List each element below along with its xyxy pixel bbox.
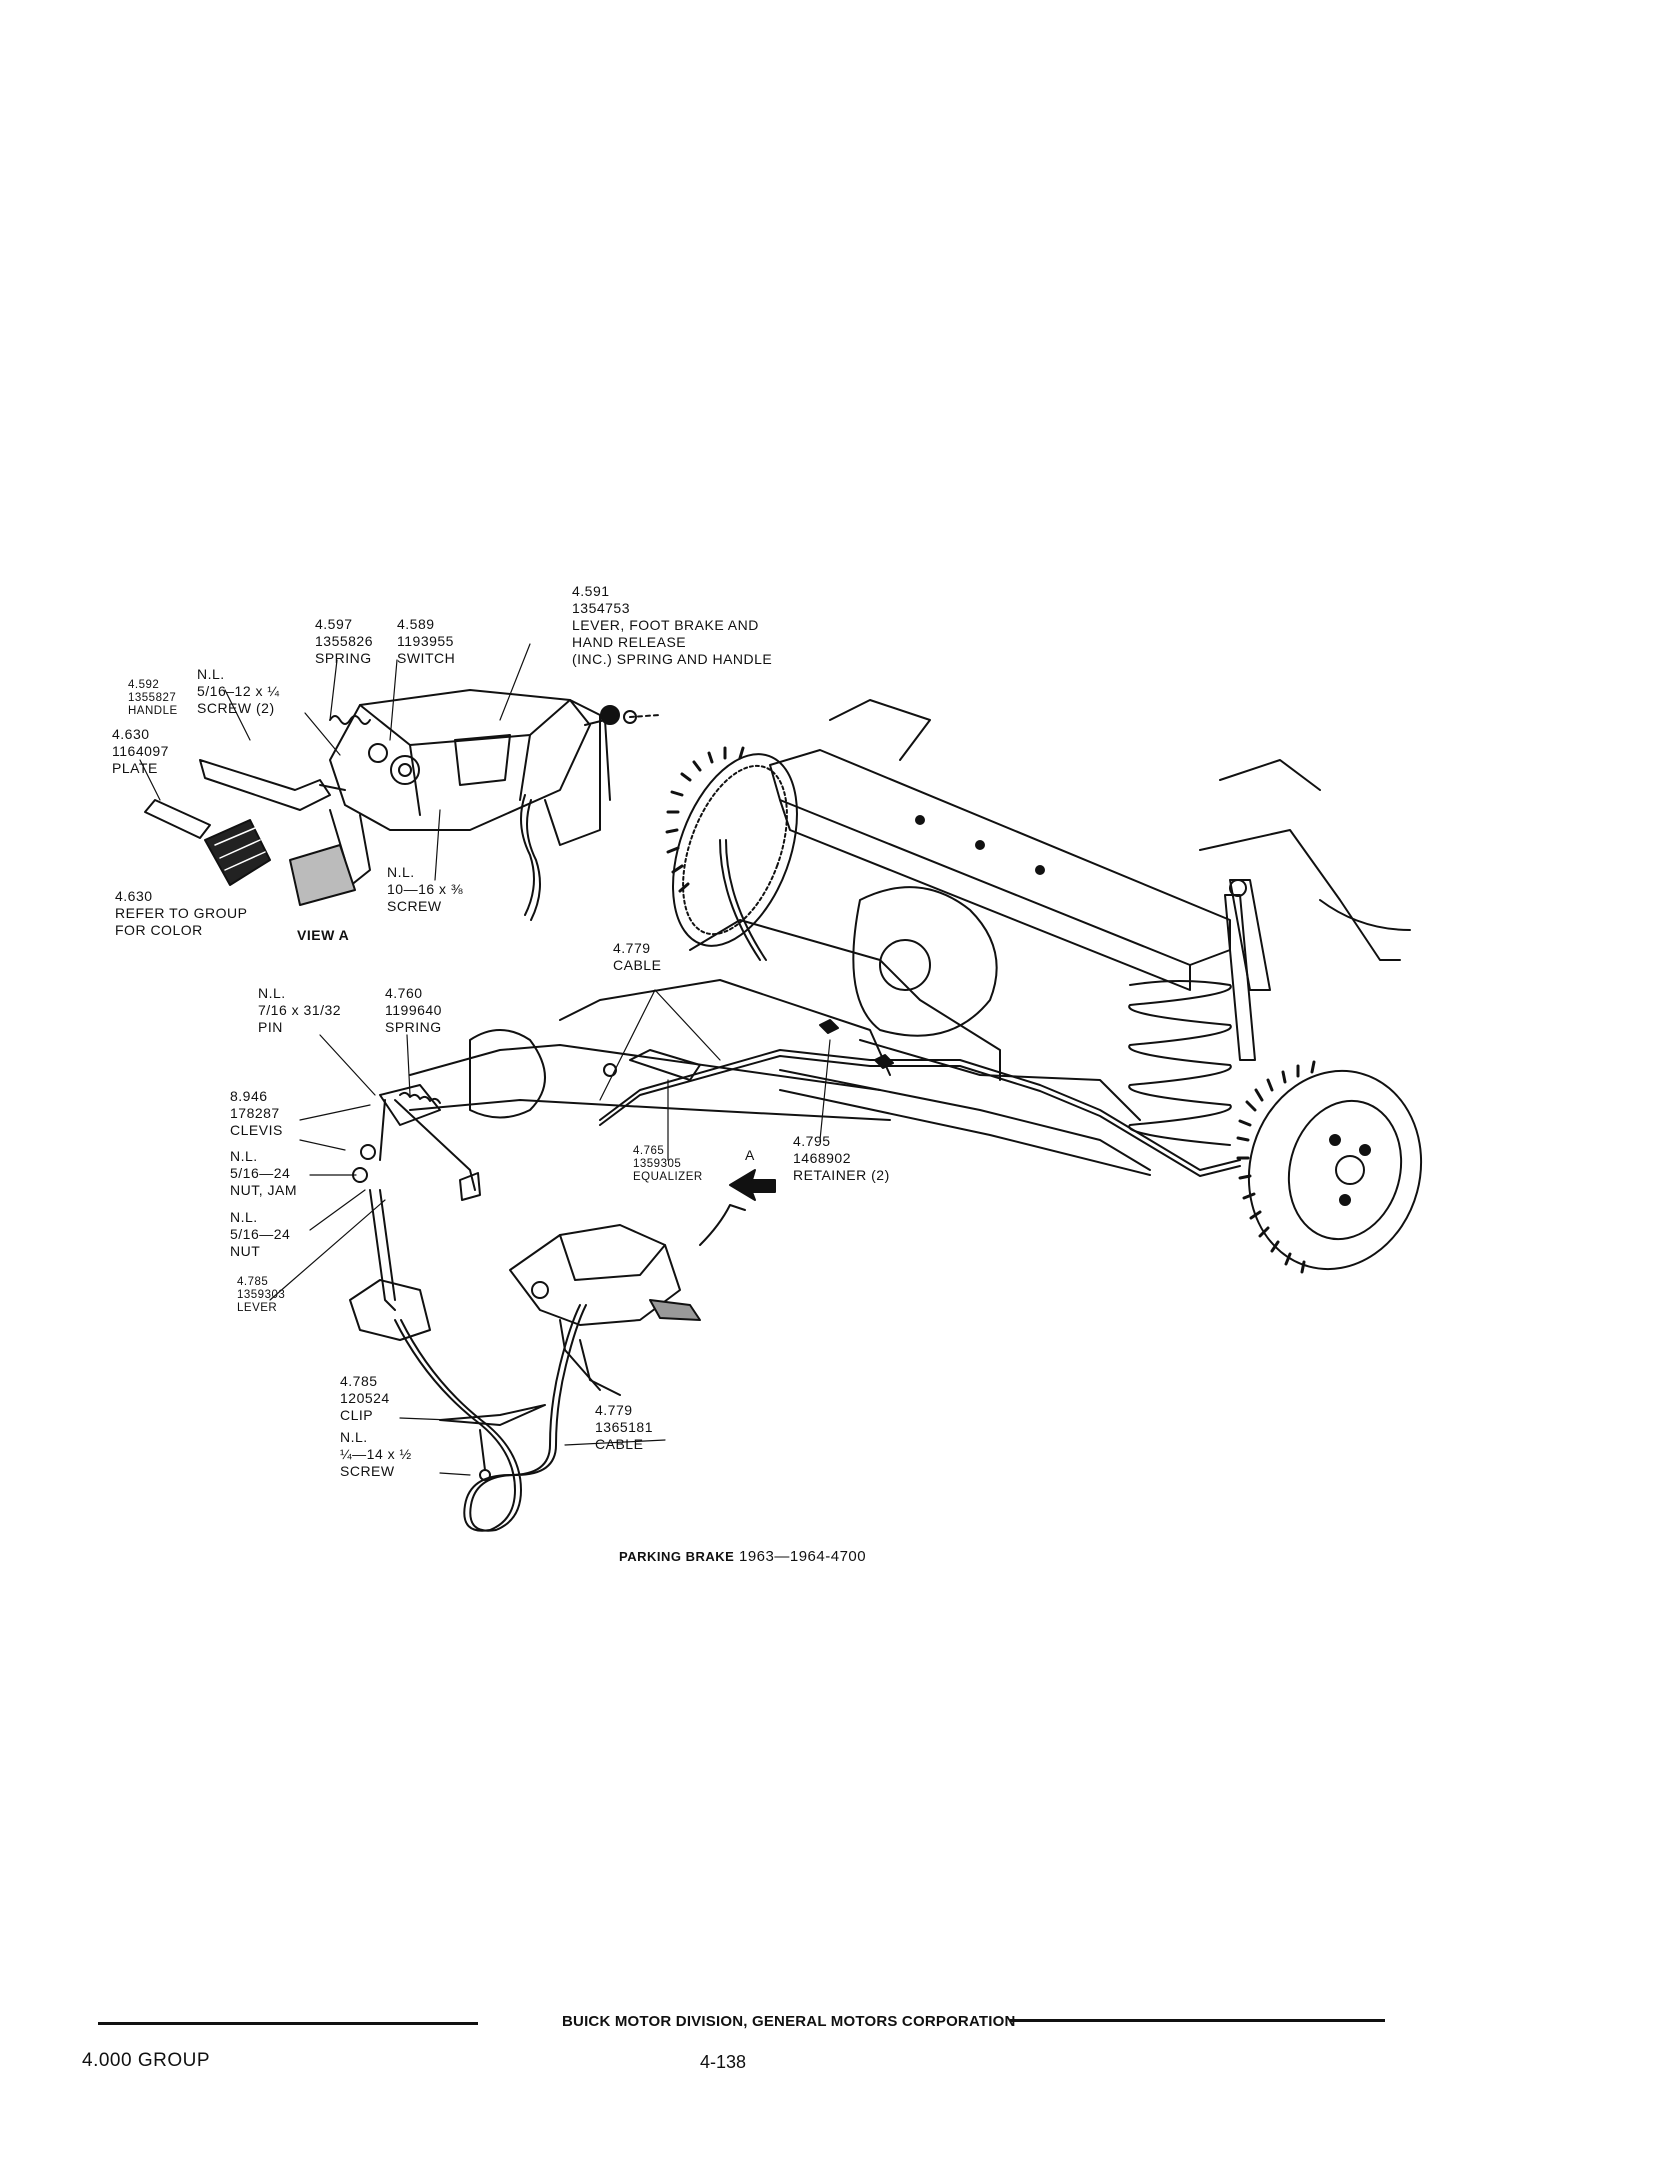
callout-nl-nut: N.L. 5/16—24 NUT — [230, 1209, 291, 1259]
callout-nl-nut-jam: N.L. 5/16—24 NUT, JAM — [230, 1148, 297, 1198]
callout-4597-spring: 4.597 1355826 SPRING — [315, 616, 374, 666]
callout-nl-1-4-14-screw: N.L. ¼—14 x ½ SCREW — [340, 1429, 412, 1479]
leader-lines — [139, 643, 831, 1476]
callout-4785-clip: 4.785 120524 CLIP — [340, 1373, 390, 1423]
figure-caption: PARKING BRAKE 1963—1964-4700 — [619, 1548, 866, 1565]
callout-4779-cable-bottom: 4.779 1365181 CABLE — [595, 1402, 654, 1452]
callout-4765-equalizer: 4.765 1359305 EQUALIZER — [633, 1145, 703, 1183]
callout-4592-handle: 4.592 1355827 HANDLE — [128, 679, 178, 717]
callout-arrow-a: A — [745, 1147, 755, 1163]
callout-4589-switch: 4.589 1193955 SWITCH — [397, 616, 456, 666]
callout-8946-clevis: 8.946 178287 CLEVIS — [230, 1088, 283, 1138]
callout-4760-spring: 4.760 1199640 SPRING — [385, 985, 442, 1035]
callout-4630-plate: 4.630 1164097 PLATE — [112, 726, 169, 776]
view-a-pedal-assembly — [144, 689, 661, 921]
footer-group: 4.000 GROUP — [82, 2050, 210, 2071]
callout-nl-10-16-screw: N.L. 10—16 x ⅜ SCREW — [387, 864, 464, 914]
footer-corporation: BUICK MOTOR DIVISION, GENERAL MOTORS COR… — [562, 2013, 1016, 2030]
caption-bold: PARKING BRAKE — [619, 1549, 735, 1564]
caption-rest: 1963—1964-4700 — [734, 1548, 867, 1565]
callout-4779-cable-top: 4.779 CABLE — [613, 940, 662, 973]
callout-4630-color: 4.630 REFER TO GROUP FOR COLOR — [115, 888, 248, 938]
footer-rule-right — [1010, 2019, 1385, 2022]
callout-4795-retainer: 4.795 1468902 RETAINER (2) — [793, 1133, 890, 1183]
callout-4591-lever: 4.591 1354753 LEVER, FOOT BRAKE AND HAND… — [572, 583, 773, 667]
callout-4785-lever: 4.785 1359303 LEVER — [237, 1276, 286, 1314]
footer-rule-left — [98, 2022, 478, 2025]
lower-lever-and-cable — [349, 1084, 776, 1532]
view-a-label: VIEW A — [297, 927, 350, 943]
footer-page-number: 4-138 — [700, 2052, 747, 2072]
callout-nl-screw-2: N.L. 5/16–12 x ¼ SCREW (2) — [197, 666, 280, 716]
rear-axle-assembly — [409, 699, 1423, 1274]
callout-nl-pin: N.L. 7/16 x 31/32 PIN — [258, 985, 342, 1035]
